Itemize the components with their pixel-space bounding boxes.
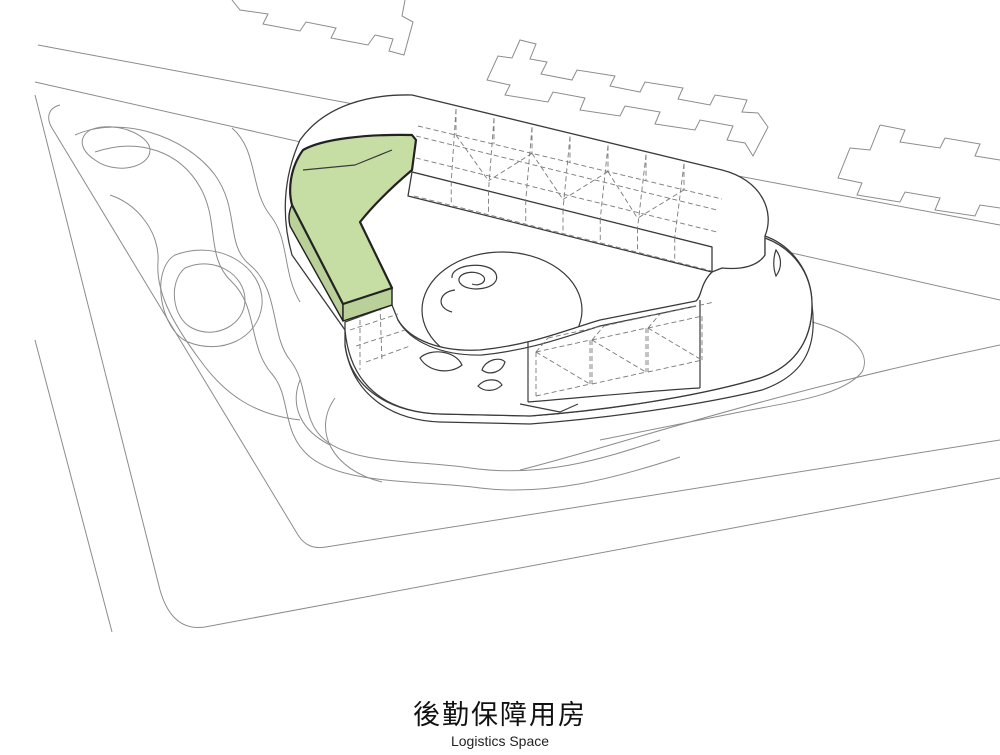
dashed-grid-line	[379, 305, 383, 363]
dashed-grid-line	[488, 118, 495, 191]
contour-line	[519, 344, 1000, 471]
site-outer-boundary	[34, 339, 113, 633]
contour-line	[325, 397, 383, 483]
raised-block-edge	[527, 387, 701, 403]
contour-line	[295, 379, 331, 446]
dashed-floor-line	[415, 135, 718, 211]
dashed-grid-line	[674, 163, 685, 238]
dashed-floor-line	[415, 157, 718, 233]
dashed-box-edge	[547, 325, 603, 339]
dashed-brace-line	[562, 171, 609, 200]
dashed-brace-line	[488, 152, 533, 182]
contour-line	[231, 127, 301, 303]
dashed-box-edge	[647, 359, 703, 373]
contour-loop	[173, 263, 246, 333]
building-base-edge	[344, 304, 814, 425]
courtyard-arc	[440, 289, 456, 313]
roof-opening	[419, 351, 463, 372]
logistics-space-block	[288, 133, 418, 322]
dashed-box-edge	[535, 337, 549, 353]
dashed-floor-line	[417, 125, 723, 200]
neighbour-buildings	[231, 0, 1000, 217]
dashed-box-edge	[647, 327, 703, 361]
lower-wing-inner-wall	[397, 305, 697, 356]
neighbour-building-outline	[837, 124, 1000, 217]
dashed-brace-line	[455, 134, 489, 182]
roof-opening	[481, 358, 506, 374]
contour-loop	[81, 126, 151, 169]
neighbour-building-outline	[486, 39, 769, 158]
contour-loop	[160, 249, 263, 348]
dashed-floor-line	[355, 329, 406, 347]
dashed-floor-line	[349, 313, 399, 331]
logistics-block-left-face	[288, 204, 344, 322]
landscape-contours	[74, 126, 1000, 491]
dashed-box-edge	[535, 339, 591, 353]
dashed-box-edge	[647, 315, 703, 329]
structural-grid-dashed	[349, 109, 723, 397]
contour-line	[74, 126, 661, 472]
neighbour-building-outline	[879, 124, 1000, 161]
dashed-box-edge	[659, 301, 715, 315]
dashed-box-edge	[535, 351, 591, 385]
logistics-block-edge	[302, 149, 393, 171]
roof-opening	[477, 379, 503, 391]
dashed-box-edge	[591, 325, 605, 341]
axonometric-diagram	[34, 0, 1000, 633]
dashed-box-edge	[647, 313, 661, 329]
contour-line	[599, 321, 865, 441]
main-building	[284, 94, 814, 425]
dashed-brace-line	[531, 153, 564, 200]
dashed-box-edge	[591, 327, 647, 341]
caption-title-chinese: 後勤保障用房	[413, 700, 587, 731]
courtyard-spiral	[451, 264, 498, 290]
dashed-brace-line	[607, 171, 638, 219]
dashed-box-edge	[603, 313, 659, 327]
dashed-grid-line	[450, 109, 457, 182]
logistics-block-top-face	[289, 133, 418, 306]
wall-slit	[773, 248, 782, 278]
dashed-brace-line	[637, 189, 685, 219]
lower-wing-top-face	[344, 237, 813, 417]
caption-title-english: Logistics Space	[450, 733, 550, 749]
contour-line	[94, 145, 681, 491]
lower-wing-step	[519, 403, 579, 413]
site-inner-boundary	[48, 104, 1000, 549]
site-outer-boundary	[34, 94, 1000, 629]
dashed-floor-line	[413, 195, 713, 272]
dashed-box-edge	[591, 339, 647, 373]
dashed-box-edge	[535, 383, 591, 397]
dashed-box-edge	[591, 371, 647, 385]
neighbour-building-outline	[231, 0, 414, 56]
contour-line	[109, 194, 301, 421]
